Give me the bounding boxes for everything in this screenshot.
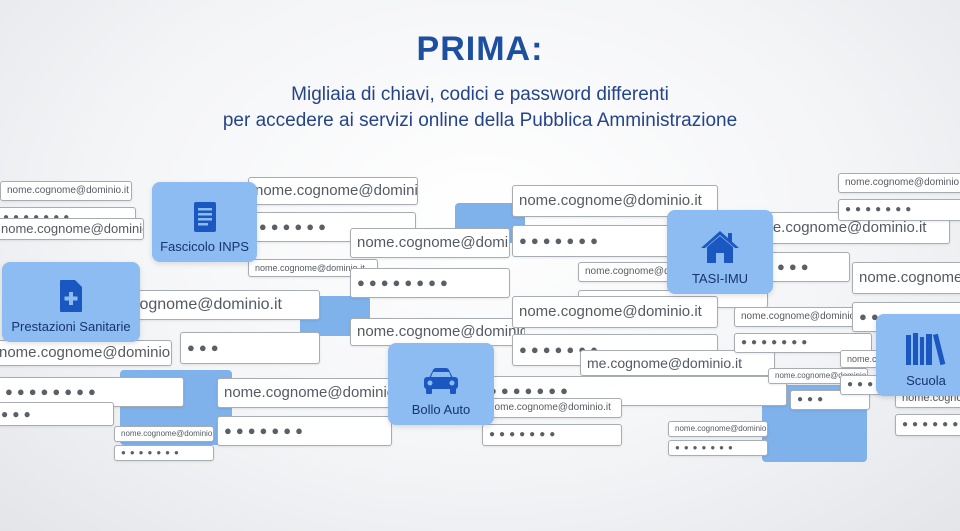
email-field[interactable]: nome.cognome@domi	[350, 228, 510, 258]
subtitle-line-2: per accedere ai servizi online della Pub…	[222, 110, 738, 131]
document-icon	[193, 202, 216, 232]
tile-scuola[interactable]: Scuola	[876, 314, 960, 396]
email-field[interactable]: nome.cognome@domi	[840, 350, 880, 368]
tile-prestazioni-sanitarie[interactable]: Prestazioni Sanitarie	[2, 262, 140, 342]
tile-label: Bollo Auto	[411, 402, 471, 417]
password-field[interactable]: ●●●●●●●	[895, 414, 960, 436]
email-field[interactable]: me.cognome@dominio.it	[580, 350, 775, 376]
tile-bollo-auto[interactable]: Bollo Auto	[388, 343, 494, 425]
email-field[interactable]: nome.cognome@dominio.it	[668, 421, 768, 437]
email-field[interactable]: nome.cognome@dominio.it	[114, 426, 214, 442]
medical-document-icon	[60, 280, 82, 312]
password-field[interactable]: ●●●	[180, 332, 320, 364]
password-field[interactable]: ●●●●●●●	[114, 445, 214, 461]
email-field[interactable]: nome.cognome@dominio.it	[0, 340, 172, 366]
email-field[interactable]: .cognome@dominio.it	[120, 290, 320, 320]
email-field[interactable]: nome.cognome@dominio.it	[838, 173, 960, 193]
books-icon	[906, 333, 946, 366]
tile-label: Scuola	[906, 373, 946, 388]
tile-label: Prestazioni Sanitarie	[11, 319, 131, 334]
password-field[interactable]: ●●●●●●●	[482, 424, 622, 446]
email-field[interactable]: nome.cognome@dominio.it	[852, 262, 960, 294]
password-field[interactable]: ●●●●●●●	[668, 440, 768, 456]
password-field[interactable]: ●●●	[790, 390, 870, 410]
email-field[interactable]: nome.cognome@dominio	[217, 378, 392, 408]
tile-label: TASI-IMU	[691, 271, 749, 286]
tile-tasi-imu[interactable]: TASI-IMU	[667, 210, 773, 294]
email-field[interactable]: nome.cognome@dominio.it	[248, 177, 418, 205]
password-field[interactable]: ●●●●●●●	[734, 333, 872, 353]
email-field[interactable]: nome.cognome@dominio	[350, 318, 525, 346]
password-field[interactable]: ●●●	[0, 402, 114, 426]
subtitle-line-1: Migliaia di chiavi, codici e password di…	[291, 84, 669, 105]
tile-label: Fascicolo INPS	[160, 239, 249, 254]
email-field[interactable]: nome.cognome@dominio.it	[0, 181, 132, 201]
email-field[interactable]: nome.cognome@dominio.it	[0, 218, 144, 240]
password-field[interactable]: ●●●●●●●	[512, 225, 672, 257]
password-field[interactable]: ●●●	[770, 252, 850, 282]
page-title: PRIMA:	[416, 30, 544, 68]
email-field[interactable]: nome.cognome@dominio.it	[482, 398, 622, 418]
email-field[interactable]: nome.cognome@dominio.it	[248, 259, 378, 277]
house-icon	[701, 231, 739, 263]
password-field[interactable]: ●●●●●●●	[217, 416, 392, 446]
email-field[interactable]: nome.cognome@dominio.it	[512, 296, 718, 328]
page-subtitle: Migliaia di chiavi, codici e password di…	[0, 82, 960, 134]
password-field[interactable]: ●●●●●●●	[838, 199, 960, 221]
tile-fascicolo-inps[interactable]: Fascicolo INPS	[152, 182, 257, 262]
password-field[interactable]: ●●●●●●●●	[350, 268, 510, 298]
car-icon	[424, 368, 458, 394]
